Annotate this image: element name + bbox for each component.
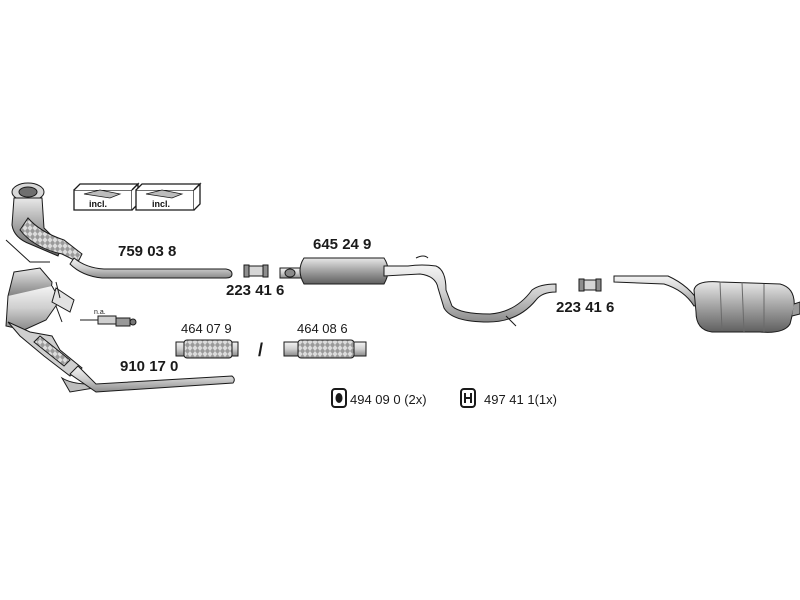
pipe-759038 — [69, 257, 233, 279]
incl-box-2: incl. — [135, 182, 202, 211]
alternative-slash: / — [258, 340, 264, 360]
label-464086: 464 08 6 — [297, 321, 348, 336]
incl-label-1: incl. — [89, 199, 107, 209]
rubber-hanger-icon — [460, 388, 476, 408]
label-223416-left: 223 41 6 — [226, 282, 285, 299]
label-223416-right: 223 41 6 — [556, 299, 615, 316]
label-na: n.a. — [94, 309, 106, 316]
rear-muffler — [613, 275, 800, 333]
flex-pipe-464086 — [283, 339, 367, 359]
label-464079: 464 07 9 — [181, 321, 232, 336]
rubber-ring-icon — [331, 388, 347, 408]
catalytic-converter — [5, 182, 83, 263]
flex-pipe-464079 — [175, 339, 239, 359]
pipe-910170 — [69, 365, 235, 393]
label-910170: 910 17 0 — [120, 358, 179, 375]
clamp-223416-left — [243, 264, 269, 278]
clamp-223416-right — [578, 278, 602, 292]
lambda-sensor — [80, 315, 137, 327]
center-muffler-645249 — [279, 255, 557, 327]
hardware-494090: 494 09 0 (2x) — [350, 392, 427, 407]
front-pipe-assembly — [5, 267, 96, 393]
incl-box-1: incl. — [73, 182, 140, 211]
label-759038: 759 03 8 — [118, 243, 177, 260]
label-645249: 645 24 9 — [313, 236, 372, 253]
hardware-497411: 497 41 1(1x) — [484, 392, 557, 407]
incl-label-2: incl. — [152, 199, 170, 209]
